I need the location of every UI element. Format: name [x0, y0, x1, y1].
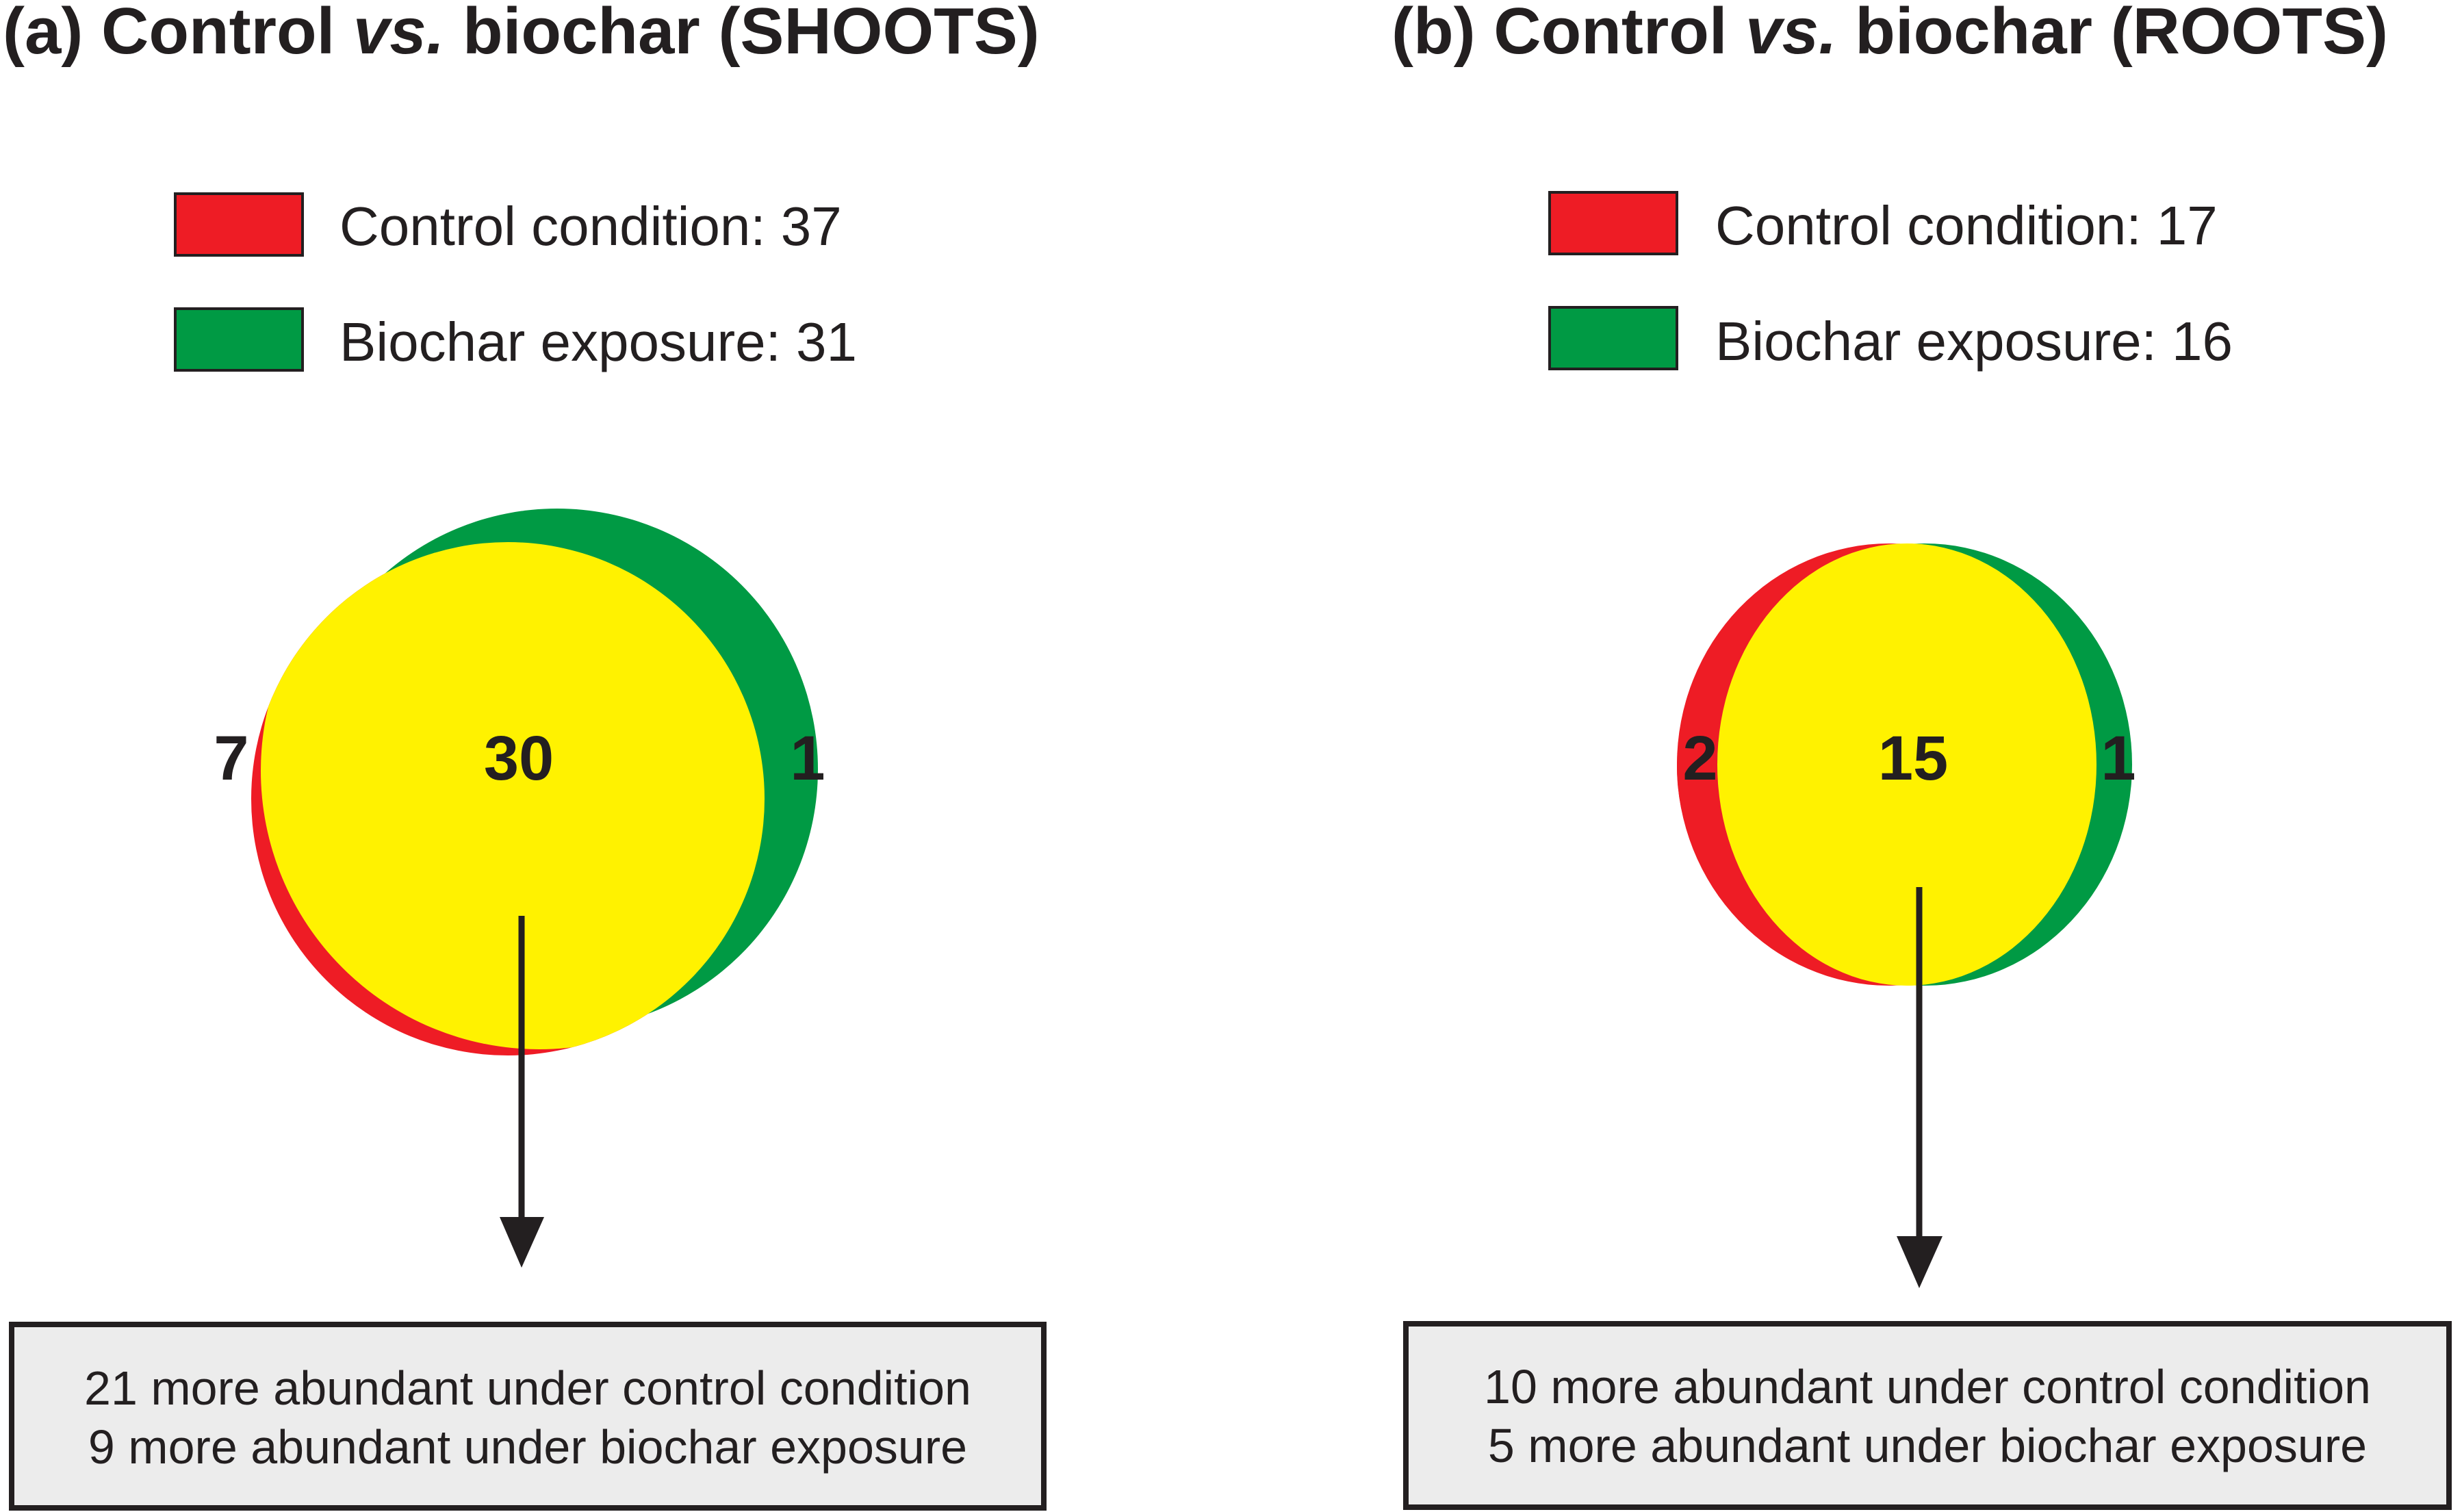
- venn-only-control-count: 2: [1682, 723, 1717, 793]
- panel-a-title: (a) Control vs. biochar (SHOOTS): [3, 0, 1040, 68]
- venn-only-biochar-count: 1: [790, 723, 825, 793]
- venn-overlap: [1717, 543, 2096, 986]
- venn-only-control-count: 7: [214, 723, 248, 793]
- summary-line-biochar: 5 more abundant under biochar exposure: [1488, 1419, 2367, 1472]
- legend-biochar-label: Biochar exposure: 16: [1715, 311, 2233, 372]
- venn-overlap: [261, 542, 765, 1049]
- legend-control-swatch: [1548, 191, 1678, 255]
- summary-box: [1403, 1321, 2452, 1510]
- panel-b: (b) Control vs. biochar (ROOTS) Control …: [1392, 0, 2452, 1510]
- panel-b-title: (b) Control vs. biochar (ROOTS): [1392, 0, 2388, 68]
- legend-biochar-swatch: [174, 307, 304, 372]
- summary-arrow-head: [500, 1217, 544, 1268]
- panel-a: (a) Control vs. biochar (SHOOTS) Control…: [3, 0, 1047, 1511]
- legend-control-swatch: [174, 192, 304, 257]
- legend-biochar-label: Biochar exposure: 31: [339, 311, 857, 372]
- summary-line-biochar: 9 more abundant under biochar exposure: [88, 1420, 967, 1474]
- summary-arrow-head: [1897, 1236, 1942, 1288]
- legend-control-label: Control condition: 17: [1715, 195, 2218, 256]
- venn-only-biochar-count: 1: [2101, 723, 2136, 793]
- legend-biochar-swatch: [1548, 306, 1678, 370]
- summary-box: [9, 1322, 1047, 1511]
- summary-line-control: 10 more abundant under control condition: [1484, 1360, 2371, 1413]
- legend-control-label: Control condition: 37: [339, 196, 842, 257]
- venn-shared-count: 15: [1878, 723, 1948, 793]
- summary-line-control: 21 more abundant under control condition: [84, 1361, 971, 1415]
- venn-shared-count: 30: [484, 723, 554, 793]
